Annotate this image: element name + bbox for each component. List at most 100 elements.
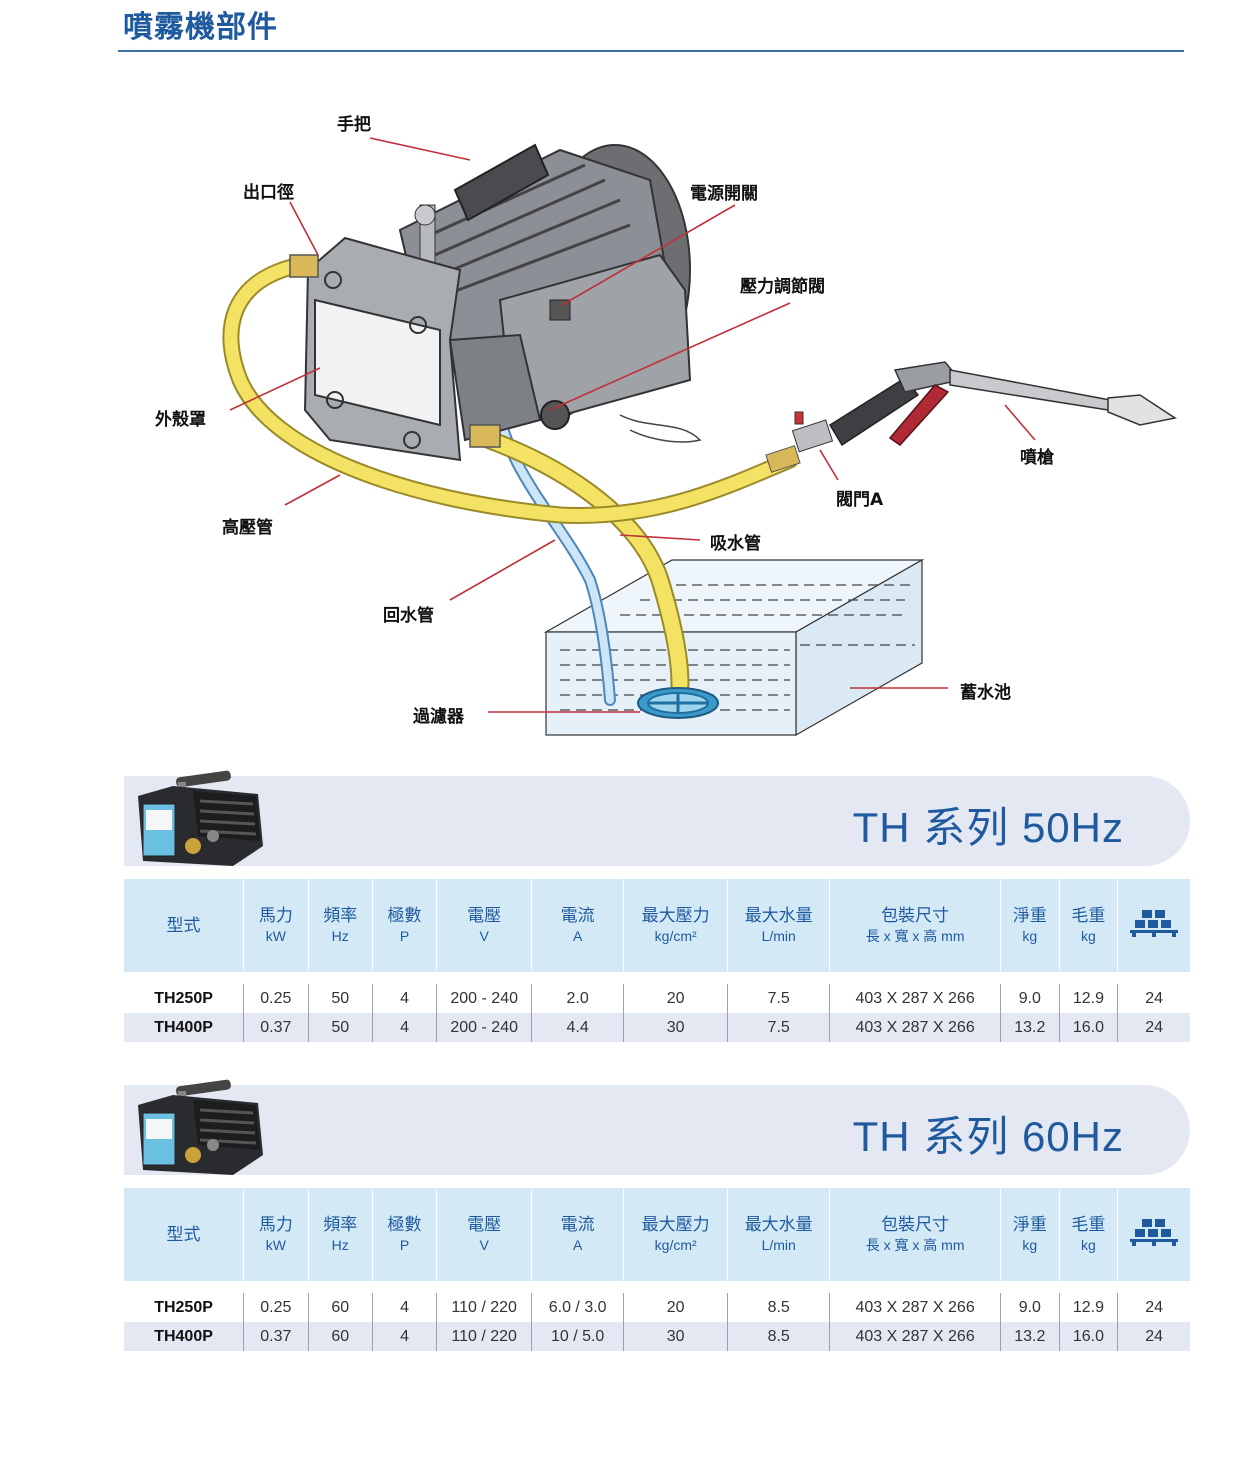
product-photo — [138, 1079, 263, 1175]
col-package-size: 包裝尺寸長 x 寬 x 高 mm — [829, 879, 1001, 972]
cell: 6.0 / 3.0 — [531, 1293, 624, 1322]
series-banner-50hz: TH 系列 50Hz — [124, 776, 1190, 866]
cell: 20 — [623, 984, 728, 1013]
label-filter: 過濾器 — [413, 707, 464, 727]
cell: 50 — [307, 984, 373, 1013]
cell: 110 / 220 — [436, 1293, 532, 1322]
series-banner-60hz: TH 系列 60Hz — [124, 1085, 1190, 1175]
cell: 30 — [623, 1013, 728, 1042]
pallet-icon — [1130, 910, 1179, 937]
cell: 0.37 — [243, 1322, 309, 1351]
cell: 4 — [371, 1013, 437, 1042]
cell: 60 — [307, 1293, 373, 1322]
table-row: TH250P 0.25 50 4 200 - 240 2.0 20 7.5 40… — [124, 984, 1190, 1013]
cell: 50 — [307, 1013, 373, 1042]
col-pallet — [1117, 879, 1190, 972]
table-row: TH250P 0.25 60 4 110 / 220 6.0 / 3.0 20 … — [124, 1293, 1190, 1322]
label-valve-a: 閥門A — [836, 490, 884, 510]
label-suction-hose: 吸水管 — [710, 534, 761, 554]
cell: 200 - 240 — [436, 1013, 532, 1042]
cell: 60 — [307, 1322, 373, 1351]
cell: 403 X 287 X 266 — [829, 984, 1001, 1013]
cell: 9.0 — [1000, 984, 1060, 1013]
label-handle: 手把 — [337, 115, 371, 135]
cell: 0.25 — [243, 984, 309, 1013]
cell: 12.9 — [1058, 984, 1118, 1013]
table-row: TH400P 0.37 50 4 200 - 240 4.4 30 7.5 40… — [124, 1013, 1190, 1042]
series-title: TH 系列 60Hz — [852, 1113, 1124, 1160]
series-title: TH 系列 50Hz — [852, 804, 1124, 851]
cell: 4 — [371, 984, 437, 1013]
cell: 13.2 — [1000, 1322, 1060, 1351]
sprayer-parts-diagram — [222, 137, 1177, 737]
label-return-hose: 回水管 — [383, 606, 434, 626]
cell: 403 X 287 X 266 — [829, 1013, 1001, 1042]
cell: 12.9 — [1058, 1293, 1118, 1322]
cell: 7.5 — [727, 1013, 830, 1042]
label-outlet: 出口徑 — [243, 183, 294, 203]
cell: 4.4 — [531, 1013, 624, 1042]
cell: 24 — [1117, 1322, 1190, 1351]
label-reservoir: 蓄水池 — [960, 683, 1011, 703]
cell-model: TH250P — [154, 1298, 213, 1316]
product-photo — [138, 770, 263, 866]
cell-model: TH250P — [154, 989, 213, 1007]
cell: 4 — [371, 1322, 437, 1351]
col-model: 型式 — [124, 879, 244, 972]
cell: 10 / 5.0 — [531, 1322, 624, 1351]
pallet-icon — [1130, 1219, 1179, 1246]
cell: 16.0 — [1058, 1322, 1118, 1351]
col-package-size: 包裝尺寸長 x 寬 x 高 mm — [829, 1188, 1001, 1281]
page-title: 噴霧機部件 — [123, 10, 278, 45]
cell: 20 — [623, 1293, 728, 1322]
cell: 110 / 220 — [436, 1322, 532, 1351]
cell: 30 — [623, 1322, 728, 1351]
cell: 4 — [371, 1293, 437, 1322]
cell: 24 — [1117, 984, 1190, 1013]
cell: 13.2 — [1000, 1013, 1060, 1042]
cell: 9.0 — [1000, 1293, 1060, 1322]
cell: 24 — [1117, 1293, 1190, 1322]
cell: 403 X 287 X 266 — [829, 1293, 1001, 1322]
cell: 8.5 — [727, 1293, 830, 1322]
col-model: 型式 — [124, 1188, 244, 1281]
cell-model: TH400P — [124, 1013, 244, 1042]
cell: 16.0 — [1058, 1013, 1118, 1042]
label-spray-gun: 噴槍 — [1020, 448, 1054, 468]
col-pallet — [1117, 1188, 1190, 1281]
pump-housing — [289, 236, 570, 462]
cell: 8.5 — [727, 1322, 830, 1351]
valve-a — [765, 411, 834, 473]
filter-disc — [637, 687, 719, 719]
spray-gun — [828, 361, 1177, 447]
cell: 200 - 240 — [436, 984, 532, 1013]
table-row: TH400P 0.37 60 4 110 / 220 10 / 5.0 30 8… — [124, 1322, 1190, 1351]
cell-model: TH400P — [124, 1322, 244, 1351]
cell: 2.0 — [531, 984, 624, 1013]
cell: 0.25 — [243, 1293, 309, 1322]
label-power-switch: 電源開關 — [690, 184, 758, 204]
label-high-pressure-hose: 高壓管 — [222, 518, 273, 538]
cell: 0.37 — [243, 1013, 309, 1042]
title-divider — [118, 50, 1184, 52]
